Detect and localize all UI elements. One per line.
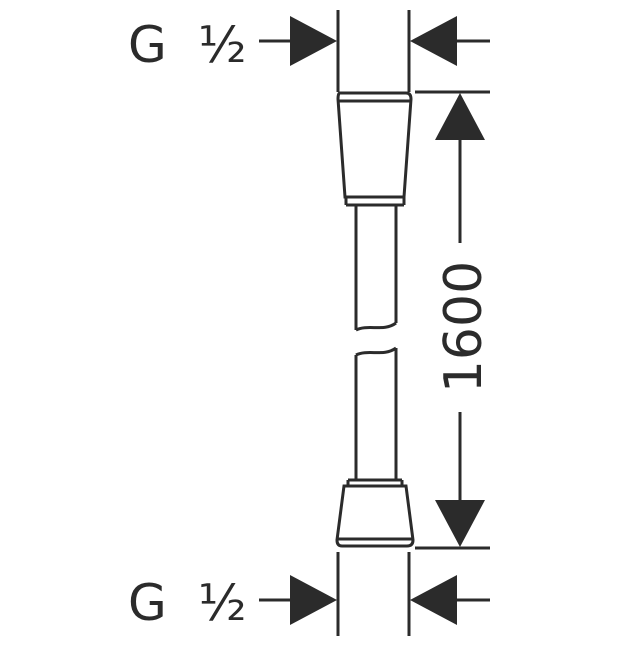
bottom-left-arrowhead (290, 575, 337, 625)
bottom-right-arrowhead (410, 575, 457, 625)
top-left-arrowhead (290, 16, 337, 66)
top-right-arrowhead (410, 16, 457, 66)
hose-upper-break (355, 321, 397, 332)
dimension-arrowhead-down (435, 500, 485, 547)
length-dimension-value: 1600 (434, 261, 494, 393)
hose-lower-break (355, 346, 397, 357)
bottom-connector-nut (335, 484, 415, 548)
top-thread-size: ½ (198, 16, 246, 74)
bottom-thread-letter: G (128, 574, 167, 632)
bottom-thread-size: ½ (198, 574, 246, 632)
top-connector-nut (336, 91, 413, 199)
top-thread-letter: G (128, 16, 167, 74)
dimension-arrowhead-up (435, 93, 485, 140)
